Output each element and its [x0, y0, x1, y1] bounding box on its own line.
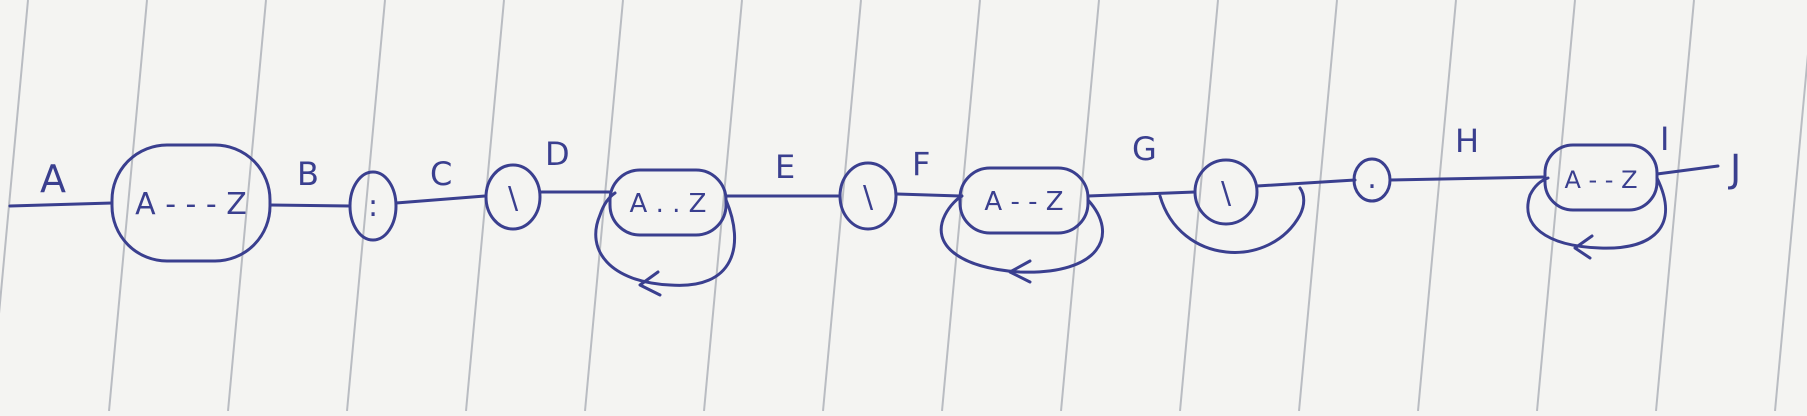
edge-c	[394, 194, 487, 205]
label-e: E	[775, 148, 795, 186]
label-c: C	[430, 155, 452, 193]
edge-g2	[1255, 178, 1357, 188]
edge-a	[8, 201, 114, 208]
ruled-line	[346, 0, 386, 412]
loop-arrow-a-z-4	[1573, 234, 1594, 260]
edge-f	[895, 192, 962, 198]
ruled-line	[1417, 0, 1457, 412]
node-dot-text: .	[1367, 161, 1377, 196]
node-backslash-3-text: \	[1221, 176, 1232, 211]
edge-i	[1655, 164, 1720, 176]
ruled-line	[108, 0, 148, 412]
label-f: F	[912, 145, 930, 183]
label-g: G	[1132, 130, 1157, 168]
ruled-line	[1298, 0, 1338, 412]
edge-b	[268, 203, 352, 208]
node-dot	[1352, 157, 1392, 203]
edge-g	[1086, 190, 1197, 198]
ruled-line	[227, 0, 267, 412]
node-a-z-1	[110, 143, 272, 263]
loop-a-z-3	[939, 194, 1105, 274]
node-a-z-1-text: A - - - Z	[135, 187, 247, 222]
node-colon-text: :	[368, 189, 378, 224]
ruled-line	[1060, 0, 1100, 412]
ruled-line	[703, 0, 743, 412]
label-h: H	[1455, 122, 1479, 160]
label-d: D	[545, 135, 570, 173]
node-backslash-3	[1193, 158, 1259, 226]
node-a-z-4-text: A - - Z	[1564, 166, 1637, 194]
bypass-backslash-3	[1158, 186, 1306, 254]
label-j: J	[1728, 147, 1741, 191]
node-backslash-1-text: \	[508, 181, 519, 216]
ruled-line	[465, 0, 505, 412]
node-backslash-1	[484, 163, 542, 231]
node-backslash-2	[838, 161, 898, 231]
node-colon	[348, 170, 398, 242]
loop-a-z-2	[594, 191, 737, 287]
label-i: I	[1660, 120, 1669, 158]
node-a-z-2-text: A . . Z	[630, 189, 707, 219]
node-a-z-3-text: A - - Z	[984, 187, 1063, 217]
node-backslash-2-text: \	[863, 180, 874, 215]
edge-h	[1388, 175, 1547, 182]
label-b: B	[297, 155, 319, 193]
loop-a-z-4	[1526, 176, 1668, 250]
loop-arrow-a-z-2	[638, 270, 662, 297]
label-a: A	[40, 157, 66, 201]
ruled-line	[1655, 0, 1695, 412]
loop-arrow-a-z-3	[1008, 259, 1032, 284]
